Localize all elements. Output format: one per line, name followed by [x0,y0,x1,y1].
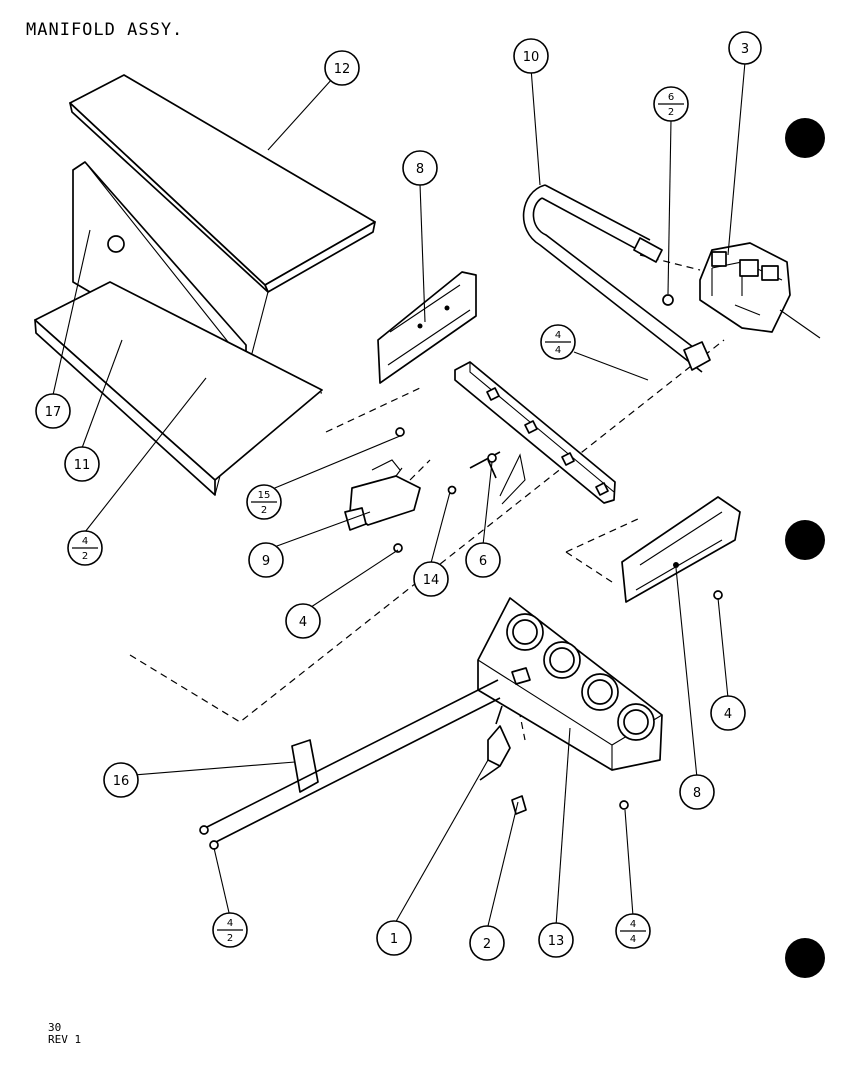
footer-page-number: 30 [48,1021,62,1034]
callout-4-over-2-bottom: 4 2 [212,912,248,948]
svg-text:2: 2 [668,107,674,118]
manifold-pipe [454,361,616,504]
svg-text:3: 3 [741,42,749,57]
svg-text:16: 16 [113,774,130,789]
callout-4-over-2-left: 4 2 [67,530,103,566]
callout-4-right: 4 [710,695,746,731]
svg-text:13: 13 [548,934,565,949]
svg-text:4: 4 [555,345,561,356]
callout-6: 6 [465,542,501,578]
svg-text:2: 2 [261,505,267,516]
svg-text:17: 17 [45,405,62,420]
svg-text:1: 1 [390,932,398,947]
callout-15-over-2: 15 2 [246,484,282,520]
callout-2: 2 [469,925,505,961]
svg-text:4: 4 [630,934,636,945]
svg-text:4: 4 [630,919,636,930]
part-8-lower-bracket [621,496,741,603]
binder-holes [785,118,825,978]
footer-revision: REV 1 [48,1033,82,1046]
callout-11: 11 [64,446,100,482]
callout-16: 16 [103,762,139,798]
svg-text:8: 8 [416,162,424,177]
callout-12: 12 [324,50,360,86]
svg-text:4: 4 [724,707,732,722]
svg-text:2: 2 [227,933,233,944]
svg-text:11: 11 [74,458,91,473]
part-1-igniter [479,705,629,815]
part-8-upper-bracket [377,271,477,384]
svg-text:9: 9 [262,554,270,569]
svg-text:8: 8 [693,786,701,801]
svg-text:4: 4 [82,536,88,547]
svg-text:6: 6 [479,554,487,569]
callout-8-upper: 8 [402,150,438,186]
callout-6-over-2: 6 2 [653,86,689,122]
callout-4-mid: 4 [285,603,321,639]
callout-9: 9 [248,542,284,578]
svg-text:4: 4 [227,918,233,929]
callout-14: 14 [413,561,449,597]
svg-text:14: 14 [423,573,440,588]
binder-hole-middle [785,520,825,560]
part-10-pilot-tube [522,184,711,373]
part-9-pilot-burner [344,427,421,553]
callout-17: 17 [35,393,71,429]
callout-8-lower: 8 [679,774,715,810]
part-13-burner-box [477,597,663,771]
svg-text:2: 2 [82,551,88,562]
svg-text:4: 4 [299,615,307,630]
callout-13: 13 [538,922,574,958]
svg-text:2: 2 [483,937,491,952]
callout-4-over-4-bottom: 4 4 [615,913,651,949]
callout-4-over-4-upper: 4 4 [540,324,576,360]
part-11-bottom-panel [34,281,323,496]
svg-text:6: 6 [668,92,674,103]
binder-hole-bottom [785,938,825,978]
callout-1: 1 [376,920,412,956]
callout-3: 3 [728,31,762,65]
binder-hole-top [785,118,825,158]
part-16-shield [199,679,501,850]
svg-text:12: 12 [334,62,351,77]
svg-text:4: 4 [555,330,561,341]
svg-text:10: 10 [523,50,540,65]
svg-text:15: 15 [258,490,271,501]
diagram-title: MANIFOLD ASSY. [26,20,184,40]
part-6-electrode [447,451,526,505]
callout-10: 10 [513,38,549,74]
part-3-gas-valve [662,242,821,339]
leader-lines [52,61,746,931]
